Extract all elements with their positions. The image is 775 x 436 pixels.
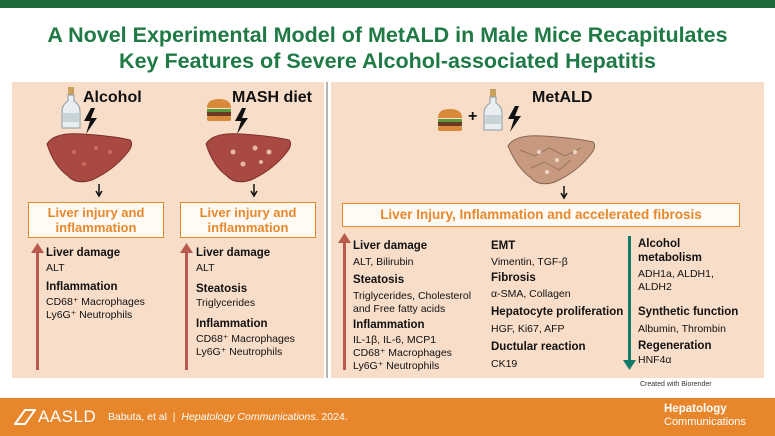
mash-inflammation-item-2: Ly6G⁺ Neutrophils bbox=[196, 346, 283, 358]
arrow-head-down-icon bbox=[623, 360, 636, 370]
metald-hepatocyte-proliferation-items: HGF, Ki67, AFP bbox=[491, 323, 565, 335]
alcohol-outcome-box: Liver injury and inflammation bbox=[28, 202, 164, 238]
mash-up-arrow bbox=[185, 250, 188, 370]
metald-alcohol-metabolism-heading-2: metabolism bbox=[638, 252, 702, 264]
alcohol-outcome-text: Liver injury and inflammation bbox=[47, 205, 145, 235]
footer-bar: AASLD Babuta, et al | Hepatology Communi… bbox=[0, 398, 775, 436]
arrow-head-icon bbox=[31, 243, 44, 253]
aasld-logo-icon bbox=[14, 409, 36, 425]
alcohol-inflammation-item-2: Ly6G⁺ Neutrophils bbox=[46, 309, 133, 321]
panel-metald bbox=[331, 82, 764, 378]
down-arrow-icon-2 bbox=[250, 184, 258, 198]
alcohol-up-arrow bbox=[36, 250, 39, 370]
metald-label: MetALD bbox=[532, 89, 593, 106]
metald-outcome-text: Liver Injury, Inflammation and accelerat… bbox=[380, 207, 702, 222]
mash-inflammation-item-1: CD68⁺ Macrophages bbox=[196, 333, 295, 345]
metald-emt-heading: EMT bbox=[491, 240, 516, 252]
arrow-head-icon-2 bbox=[180, 243, 193, 253]
metald-steatosis-item-2: and Free fatty acids bbox=[353, 303, 446, 315]
metald-ductular-items: CK19 bbox=[491, 358, 518, 370]
citation-journal: Hepatology Communications bbox=[181, 411, 316, 423]
alcohol-inflammation-heading: Inflammation bbox=[46, 281, 118, 293]
journal-brand-line-2: Communications bbox=[664, 416, 746, 428]
metald-outcome-box: Liver Injury, Inflammation and accelerat… bbox=[342, 203, 740, 227]
citation-suffix: . 2024. bbox=[315, 411, 348, 423]
mash-liver-damage-items: ALT bbox=[196, 262, 215, 274]
title-line-2: Key Features of Severe Alcohol-associate… bbox=[119, 49, 656, 73]
metald-steatosis-item-1: Triglycerides, Cholesterol bbox=[353, 290, 472, 302]
metald-synthetic-items: Albumin, Thrombin bbox=[638, 323, 726, 335]
metald-alcohol-metabolism-item-2: ALDH2 bbox=[638, 281, 672, 293]
metald-hepatocyte-proliferation-heading: Hepatocyte proliferation bbox=[491, 306, 624, 318]
burger-icon bbox=[207, 99, 231, 121]
down-arrow-icon bbox=[95, 184, 103, 198]
mash-liver-damage-heading: Liver damage bbox=[196, 247, 271, 259]
title-line-1: A Novel Experimental Model of MetALD in … bbox=[47, 23, 728, 47]
journal-brand-line-1: Hepatology bbox=[664, 403, 727, 415]
alcohol-bottle-icon-2 bbox=[483, 89, 503, 131]
alcohol-bottle-icon bbox=[61, 87, 81, 129]
alcohol-liver-damage-heading: Liver damage bbox=[46, 247, 121, 259]
metald-down-arrow bbox=[628, 236, 631, 362]
metald-liver-damage-heading: Liver damage bbox=[353, 240, 428, 252]
metald-synthetic-heading: Synthetic function bbox=[638, 306, 739, 318]
metald-alcohol-metabolism-item-1: ADH1a, ALDH1, bbox=[638, 268, 714, 280]
metald-emt-items: Vimentin, TGF-β bbox=[491, 256, 568, 268]
liver-icon-2 bbox=[205, 133, 292, 183]
mash-outcome-text: Liver injury and inflammation bbox=[199, 205, 297, 235]
burger-icon-2 bbox=[438, 109, 462, 131]
mash-steatosis-heading: Steatosis bbox=[196, 283, 248, 295]
metald-up-arrow bbox=[343, 240, 346, 370]
top-bar bbox=[0, 0, 775, 8]
alcohol-inflammation-item-1: CD68⁺ Macrophages bbox=[46, 296, 145, 308]
alcohol-label: Alcohol bbox=[83, 89, 142, 106]
metald-inflammation-heading: Inflammation bbox=[353, 319, 425, 331]
aasld-logo-text: AASLD bbox=[38, 407, 97, 426]
arrow-head-icon-3 bbox=[338, 233, 351, 243]
lightning-icon bbox=[84, 108, 97, 134]
mash-outcome-box: Liver injury and inflammation bbox=[180, 202, 316, 238]
alcohol-liver-damage-items: ALT bbox=[46, 262, 65, 274]
lightning-icon-3 bbox=[508, 106, 521, 132]
metald-ductular-heading: Ductular reaction bbox=[491, 341, 586, 353]
metald-inflammation-item-3: Ly6G⁺ Neutrophils bbox=[353, 360, 440, 372]
metald-liver-damage-items: ALT, Bilirubin bbox=[353, 256, 414, 268]
mash-inflammation-heading: Inflammation bbox=[196, 318, 268, 330]
panel-divider bbox=[326, 82, 328, 378]
metald-regeneration-items: HNF4α bbox=[638, 354, 672, 366]
biorender-credit: Created with Biorender bbox=[640, 381, 712, 388]
mash-label: MASH diet bbox=[232, 89, 312, 106]
metald-inflammation-item-2: CD68⁺ Macrophages bbox=[353, 347, 452, 359]
metald-steatosis-heading: Steatosis bbox=[353, 274, 405, 286]
down-arrow-icon-3 bbox=[560, 186, 568, 200]
mash-steatosis-items: Triglycerides bbox=[196, 297, 256, 309]
metald-regeneration-heading: Regeneration bbox=[638, 340, 712, 352]
metald-inflammation-item-1: IL-1β, IL-6, MCP1 bbox=[353, 334, 437, 346]
fibrotic-liver-icon bbox=[507, 135, 596, 185]
figure-title: A Novel Experimental Model of MetALD in … bbox=[0, 22, 775, 74]
metald-alcohol-metabolism-heading-1: Alcohol bbox=[638, 238, 681, 250]
liver-icon bbox=[46, 133, 133, 183]
metald-fibrosis-heading: Fibrosis bbox=[491, 272, 536, 284]
citation-prefix: Babuta, et al | bbox=[108, 411, 182, 423]
plus-sign: + bbox=[468, 108, 478, 125]
lightning-icon-2 bbox=[235, 108, 248, 134]
metald-fibrosis-items: α-SMA, Collagen bbox=[491, 288, 571, 300]
footer-citation: Babuta, et al | Hepatology Communication… bbox=[108, 411, 348, 423]
